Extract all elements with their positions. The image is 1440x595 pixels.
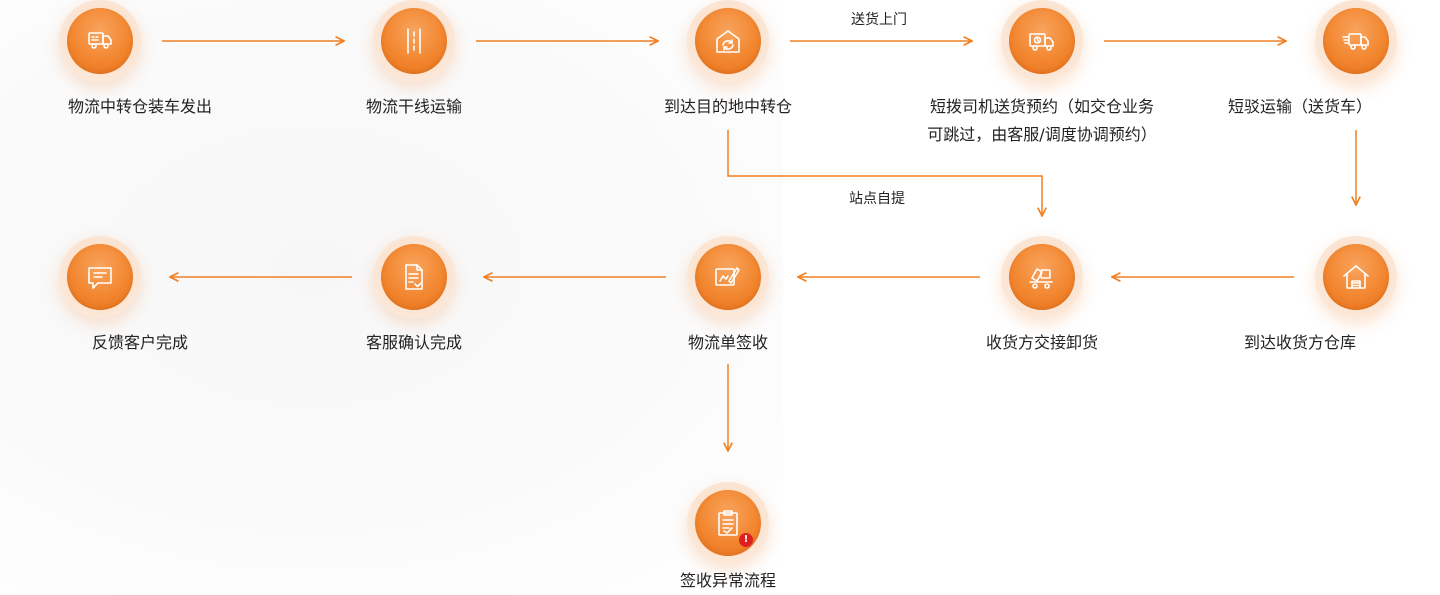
flow-node-n3 [687,0,769,82]
flow-node-label: 反馈客户完成 [0,329,280,357]
flow-node-label: 收货方交接卸货 [902,329,1182,357]
flow-node-label-line: 物流单签收 [687,333,768,352]
flow-node-n4 [1001,0,1083,82]
clipboard-alert-icon [718,510,738,536]
flow-node-label: 物流单签收 [588,329,868,357]
flow-node-circle [1009,244,1075,310]
flow-node-label-line: 可跳过，由客服/调度协调预约） [927,125,1157,144]
signature-icon [715,267,740,286]
feedback-message-icon [88,267,112,289]
flow-node-circle [1323,8,1389,74]
flow-node-label: 到达收货方仓库 [1160,329,1440,357]
flow-node-circle [381,244,447,310]
flow-node-n9 [373,236,455,318]
fast-truck-icon [1342,33,1369,50]
flow-node-circle [67,244,133,310]
document-check-icon [405,264,423,290]
flow-node-circle [695,8,761,74]
flow-node-circle [67,8,133,74]
flow-node-label-line: 到达目的地中转仓 [663,97,792,116]
flow-node-n6 [1315,236,1397,318]
flow-node-label: 短驳运输（送货车） [1160,93,1440,121]
flow-node-label-line: 反馈客户完成 [91,333,188,352]
flow-node-label: 物流中转仓装车发出 [0,93,280,121]
warehouse-transfer-icon [716,30,740,53]
flow-node-label-line: 签收异常流程 [679,571,776,590]
flow-node-label-line: 客服确认完成 [365,333,462,352]
truck-loading-icon [88,32,112,49]
flow-node-n1 [59,0,141,82]
flow-node-n11: ! [687,482,769,564]
edge-label: 送货上门 [851,12,907,28]
flow-node-circle [1009,8,1075,74]
flow-node-circle: ! [695,490,761,556]
flow-node-n7 [1001,236,1083,318]
flow-node-n5 [1315,0,1397,82]
flow-node-label-line: 到达收货方仓库 [1243,333,1356,352]
flow-node-n10 [59,236,141,318]
connector-n3-n7 [727,130,1042,216]
alert-badge: ! [739,533,753,547]
flow-node-label: 客服确认完成 [274,329,554,357]
flow-node-label-line: 短驳运输（送货车） [1227,97,1372,116]
delivery-schedule-icon [1029,33,1054,51]
flow-node-label-line: 物流中转仓装车发出 [67,97,212,116]
flow-node-label-line: 物流干线运输 [365,97,462,116]
unload-cart-icon [1029,268,1053,289]
flow-node-n2 [373,0,455,82]
flow-node-label: 签收异常流程 [588,567,868,595]
flow-node-label: 物流干线运输 [274,93,554,121]
road-icon [407,28,421,54]
flow-node-label-line: 收货方交接卸货 [985,333,1098,352]
flow-node-circle [1323,244,1389,310]
flow-node-circle [695,244,761,310]
edge-label: 站点自提 [849,191,905,207]
flow-node-label: 短拨司机送货预约（如交仓业务可跳过，由客服/调度协调预约） [902,93,1182,149]
flow-node-label-line: 短拨司机送货预约（如交仓业务 [929,97,1154,116]
warehouse-home-icon [1343,265,1369,289]
flow-node-label: 到达目的地中转仓 [588,93,868,121]
flow-node-n8 [687,236,769,318]
flow-node-circle [381,8,447,74]
